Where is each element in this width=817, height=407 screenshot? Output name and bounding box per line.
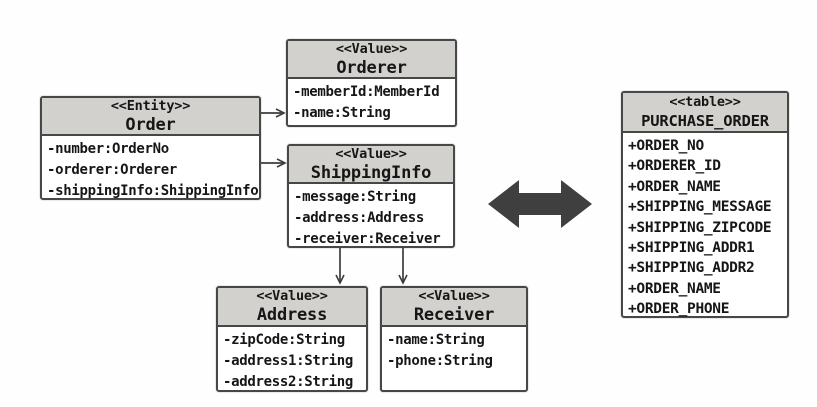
class-name: ShippingInfo xyxy=(310,162,432,183)
class-header-purchase-order: <<table>> PURCHASE_ORDER xyxy=(623,93,787,133)
attribute-row: -shippingInfo:ShippingInfo xyxy=(47,183,259,199)
table-column-row: +ORDER_NO xyxy=(628,138,704,154)
attribute-row: -name:String xyxy=(387,332,485,348)
class-box-orderer: <<Value>> Orderer -memberId:MemberId -na… xyxy=(286,39,457,127)
class-stereotype: <<Value>> xyxy=(335,145,407,162)
table-column-row: +ORDER_PHONE xyxy=(628,301,730,318)
class-name: PURCHASE_ORDER xyxy=(641,111,769,130)
class-header-receiver: <<Value>> Receiver xyxy=(382,288,526,327)
table-column-row: +ORDER_NAME xyxy=(628,178,721,195)
table-column-row: +SHIPPING_ADDR1 xyxy=(628,240,755,257)
class-box-purchase-order: <<table>> PURCHASE_ORDER +ORDER_NO +ORDE… xyxy=(621,91,789,318)
class-attributes-orderer: -memberId:MemberId -name:String xyxy=(288,79,455,124)
attribute-row: -orderer:Orderer xyxy=(47,162,178,178)
class-stereotype: <<Value>> xyxy=(418,288,490,304)
class-stereotype: <<Entity>> xyxy=(110,97,191,114)
class-box-order: <<Entity>> Order -number:OrderNo -ordere… xyxy=(40,96,261,200)
attribute-row: -phone:String xyxy=(387,353,493,369)
class-header-shippinginfo: <<Value>> ShippingInfo xyxy=(289,146,453,184)
attribute-row: -zipCode:String xyxy=(223,332,345,348)
class-box-address: <<Value>> Address -zipCode:String -addre… xyxy=(216,286,368,392)
class-header-address: <<Value>> Address xyxy=(218,288,366,327)
class-box-receiver: <<Value>> Receiver -name:String -phone:S… xyxy=(380,286,528,392)
attribute-row: -address1:String xyxy=(223,353,354,369)
mapping-double-arrow xyxy=(488,180,592,228)
attribute-row: -message:String xyxy=(294,189,416,205)
attribute-row: -name:String xyxy=(293,105,391,121)
class-attributes-order: -number:OrderNo -orderer:Orderer -shippi… xyxy=(42,136,259,202)
attribute-row: -number:OrderNo xyxy=(47,141,169,157)
class-name: Receiver xyxy=(413,305,495,325)
table-column-row: +SHIPPING_ADDR2 xyxy=(628,260,755,277)
class-header-order: <<Entity>> Order xyxy=(42,98,259,136)
table-column-row: +SHIPPING_MESSAGE xyxy=(628,199,772,216)
attribute-row: -address2:String xyxy=(223,374,354,390)
class-stereotype: <<Value>> xyxy=(335,40,408,57)
class-stereotype: <<Value>> xyxy=(256,288,328,304)
table-column-row: +ORDER_NAME xyxy=(628,280,721,297)
attribute-row: -receiver:Receiver xyxy=(294,231,441,247)
class-name: Address xyxy=(256,305,328,325)
class-attributes-receiver: -name:String -phone:String xyxy=(382,327,526,372)
class-box-shippinginfo: <<Value>> ShippingInfo -message:String -… xyxy=(287,144,455,248)
class-attributes-shippinginfo: -message:String -address:Address -receiv… xyxy=(289,184,453,250)
class-attributes-address: -zipCode:String -address1:String -addres… xyxy=(218,327,366,393)
attribute-row: -memberId:MemberId xyxy=(293,84,440,100)
class-stereotype: <<table>> xyxy=(669,93,741,110)
class-header-orderer: <<Value>> Orderer xyxy=(288,41,455,79)
class-name: Orderer xyxy=(336,57,407,78)
attribute-row: -address:Address xyxy=(294,210,425,226)
table-column-row: +SHIPPING_ZIPCODE xyxy=(628,219,772,236)
class-attributes-purchase-order: +ORDER_NO +ORDERER_ID +ORDER_NAME +SHIPP… xyxy=(623,133,787,320)
table-column-row: +ORDERER_ID xyxy=(628,158,721,175)
class-name: Order xyxy=(125,114,176,135)
